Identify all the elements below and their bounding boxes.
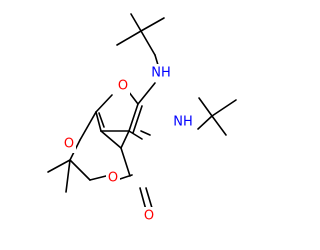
bond-c-nh-top bbox=[137, 82, 156, 105]
bond-methyl bbox=[47, 159, 71, 173]
bond bbox=[130, 13, 142, 32]
bond-c-nh-right bbox=[128, 130, 143, 140]
atom-nh-right: NH bbox=[171, 113, 195, 131]
nh-label: NH bbox=[173, 115, 193, 130]
bond bbox=[140, 30, 156, 56]
bond-double bbox=[132, 105, 143, 134]
atom-carbonyl-o: O bbox=[142, 207, 156, 225]
bond bbox=[120, 130, 130, 149]
bond bbox=[128, 103, 139, 132]
atom-o-bottom: O bbox=[106, 169, 120, 187]
atom-o-furan: O bbox=[116, 77, 130, 95]
oxygen-label: O bbox=[144, 209, 154, 224]
atom-o-left: O bbox=[62, 135, 76, 153]
bond bbox=[198, 97, 213, 117]
bond bbox=[120, 147, 131, 177]
nh-label: NH bbox=[151, 66, 171, 81]
oxygen-label: O bbox=[108, 171, 118, 186]
bond bbox=[154, 54, 159, 66]
tert-butyl-group-right bbox=[197, 97, 237, 136]
bond bbox=[95, 111, 102, 132]
bond bbox=[95, 94, 113, 113]
bond-carbonyl bbox=[139, 187, 147, 211]
oxygen-label: O bbox=[64, 137, 74, 152]
bond bbox=[211, 115, 227, 136]
tert-butyl-group-top bbox=[116, 13, 165, 56]
chemical-structure: O NH NH O O O bbox=[47, 13, 237, 225]
bond bbox=[140, 17, 165, 32]
oxygen-label: O bbox=[118, 79, 128, 94]
dioxinone-ring bbox=[69, 111, 133, 181]
furan-ring bbox=[95, 86, 143, 134]
bond bbox=[79, 111, 97, 141]
bond-methyl bbox=[65, 159, 71, 193]
bond bbox=[116, 30, 142, 46]
bond-double bbox=[98, 112, 105, 128]
bond bbox=[140, 130, 151, 136]
atom-nh-top: NH bbox=[149, 64, 173, 82]
bond bbox=[197, 115, 213, 130]
bond bbox=[69, 159, 91, 181]
bond-carbonyl-double bbox=[145, 187, 153, 209]
bond bbox=[100, 130, 122, 149]
bond bbox=[211, 99, 237, 117]
